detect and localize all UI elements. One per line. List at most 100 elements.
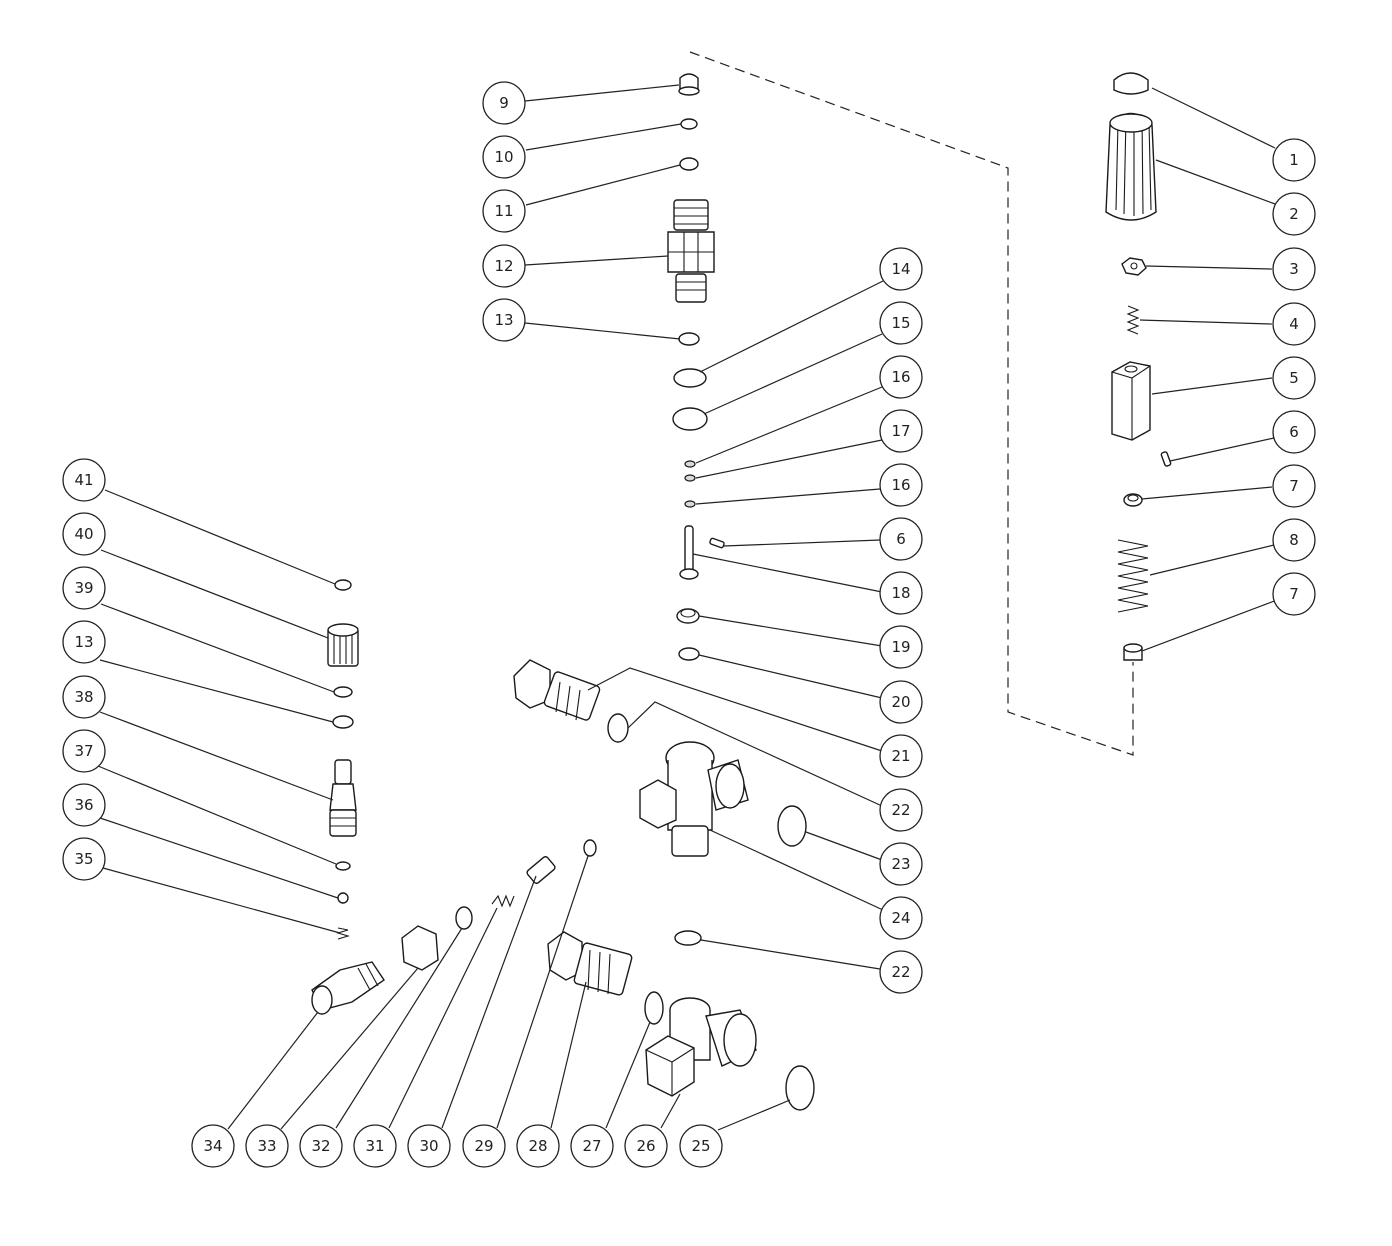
part-poppet-30: [526, 856, 556, 884]
callout-3-label: 3: [1289, 260, 1299, 278]
callout-26-label: 26: [636, 1137, 655, 1155]
part-large-spring: [1117, 539, 1149, 613]
callout-38-label: 38: [74, 688, 93, 706]
callout-5-label: 5: [1289, 369, 1299, 387]
callout-35-label: 35: [74, 850, 93, 868]
callout-30-label: 30: [419, 1137, 438, 1155]
callout-15: 15: [879, 301, 923, 345]
callout-12-label: 12: [494, 257, 513, 275]
part-jam-nut-33: [401, 925, 439, 971]
callout-25: 25: [679, 1124, 723, 1168]
callout-29-label: 29: [474, 1137, 493, 1155]
callout-9: 9: [482, 81, 526, 125]
callout-15-label: 15: [891, 314, 910, 332]
callout-39-label: 39: [74, 579, 93, 597]
callout-23: 23: [879, 842, 923, 886]
callout-33: 33: [245, 1124, 289, 1168]
callout-23-label: 23: [891, 855, 910, 873]
callout-11-label: 11: [494, 202, 513, 220]
part-spring-31: [491, 894, 515, 908]
callout-8: 8: [1272, 518, 1316, 562]
callout-29: 29: [462, 1124, 506, 1168]
callout-1-label: 1: [1289, 151, 1299, 169]
part-tee-body: [639, 741, 749, 857]
callout-16-lower: 16: [879, 463, 923, 507]
callout-22-upper-label: 22: [891, 801, 910, 819]
callout-14-label: 14: [891, 260, 910, 278]
assembly-dashed-path: [689, 51, 1134, 756]
callout-12: 12: [482, 244, 526, 288]
leader-lines: [97, 84, 1278, 1131]
callout-13-left-label: 13: [74, 633, 93, 651]
part-plug: [678, 73, 700, 96]
part-oring-27: [644, 991, 664, 1025]
callout-21: 21: [879, 734, 923, 778]
callout-11: 11: [482, 189, 526, 233]
callout-22-lower: 22: [879, 950, 923, 994]
callout-16-upper-label: 16: [891, 368, 910, 386]
part-spring-35: [336, 927, 350, 940]
callout-31-label: 31: [365, 1137, 384, 1155]
callout-18: 18: [879, 571, 923, 615]
callout-22-lower-label: 22: [891, 963, 910, 981]
callout-13: 13: [482, 298, 526, 342]
callout-10: 10: [482, 135, 526, 179]
callout-1: 1: [1272, 138, 1316, 182]
callout-2-label: 2: [1289, 205, 1299, 223]
callout-13-label: 13: [494, 311, 513, 329]
part-oring-32: [455, 906, 473, 930]
part-ball-36: [337, 892, 349, 904]
part-oring-22-upper: [607, 713, 629, 743]
part-nut: [1121, 257, 1147, 276]
callout-3: 3: [1272, 247, 1316, 291]
callout-21-label: 21: [891, 747, 910, 765]
callout-39: 39: [62, 566, 106, 610]
callout-14: 14: [879, 247, 923, 291]
callout-7-upper: 7: [1272, 464, 1316, 508]
callout-25-label: 25: [691, 1137, 710, 1155]
part-oring-10: [680, 118, 698, 130]
part-hex-body: [1111, 361, 1151, 441]
callout-16-upper: 16: [879, 355, 923, 399]
part-knob: [1105, 112, 1157, 221]
callout-26: 26: [624, 1124, 668, 1168]
callout-38: 38: [62, 675, 106, 719]
part-oring-23: [777, 805, 807, 847]
callout-31: 31: [353, 1124, 397, 1168]
callout-32: 32: [299, 1124, 343, 1168]
part-ring-16b: [684, 500, 696, 508]
callout-20: 20: [879, 680, 923, 724]
callout-6-center: 6: [879, 517, 923, 561]
part-ring-17: [684, 474, 696, 482]
callout-24-label: 24: [891, 909, 910, 927]
part-oring-13: [678, 332, 700, 346]
callout-6-right-label: 6: [1289, 423, 1299, 441]
part-banjo-bolt-lower: [547, 931, 633, 996]
callout-20-label: 20: [891, 693, 910, 711]
callouts: 1 2 3 4 5 6 7 8 7 9 10 11 12 13 14 15 16…: [62, 81, 1316, 1168]
callout-28: 28: [516, 1124, 560, 1168]
callout-27-label: 27: [582, 1137, 601, 1155]
callout-36-label: 36: [74, 796, 93, 814]
callout-4-label: 4: [1289, 315, 1299, 333]
callout-41: 41: [62, 458, 106, 502]
part-washer-top: [1123, 493, 1143, 507]
part-ring-16a: [684, 460, 696, 468]
part-cup: [676, 608, 700, 624]
part-oring-39: [333, 686, 353, 698]
callout-16-lower-label: 16: [891, 476, 910, 494]
callout-6-right: 6: [1272, 410, 1316, 454]
part-cap: [1113, 72, 1149, 95]
callout-8-label: 8: [1289, 531, 1299, 549]
callout-7-lower-label: 7: [1289, 585, 1299, 603]
callout-9-label: 9: [499, 94, 509, 112]
callout-37: 37: [62, 729, 106, 773]
callout-18-label: 18: [891, 584, 910, 602]
callout-13-left: 13: [62, 620, 106, 664]
callout-40: 40: [62, 512, 106, 556]
part-oring-25: [785, 1065, 815, 1111]
callout-36: 36: [62, 783, 106, 827]
callout-19-label: 19: [891, 638, 910, 656]
part-valve-seat: [667, 199, 715, 303]
part-banjo-bolt-upper: [513, 659, 601, 721]
